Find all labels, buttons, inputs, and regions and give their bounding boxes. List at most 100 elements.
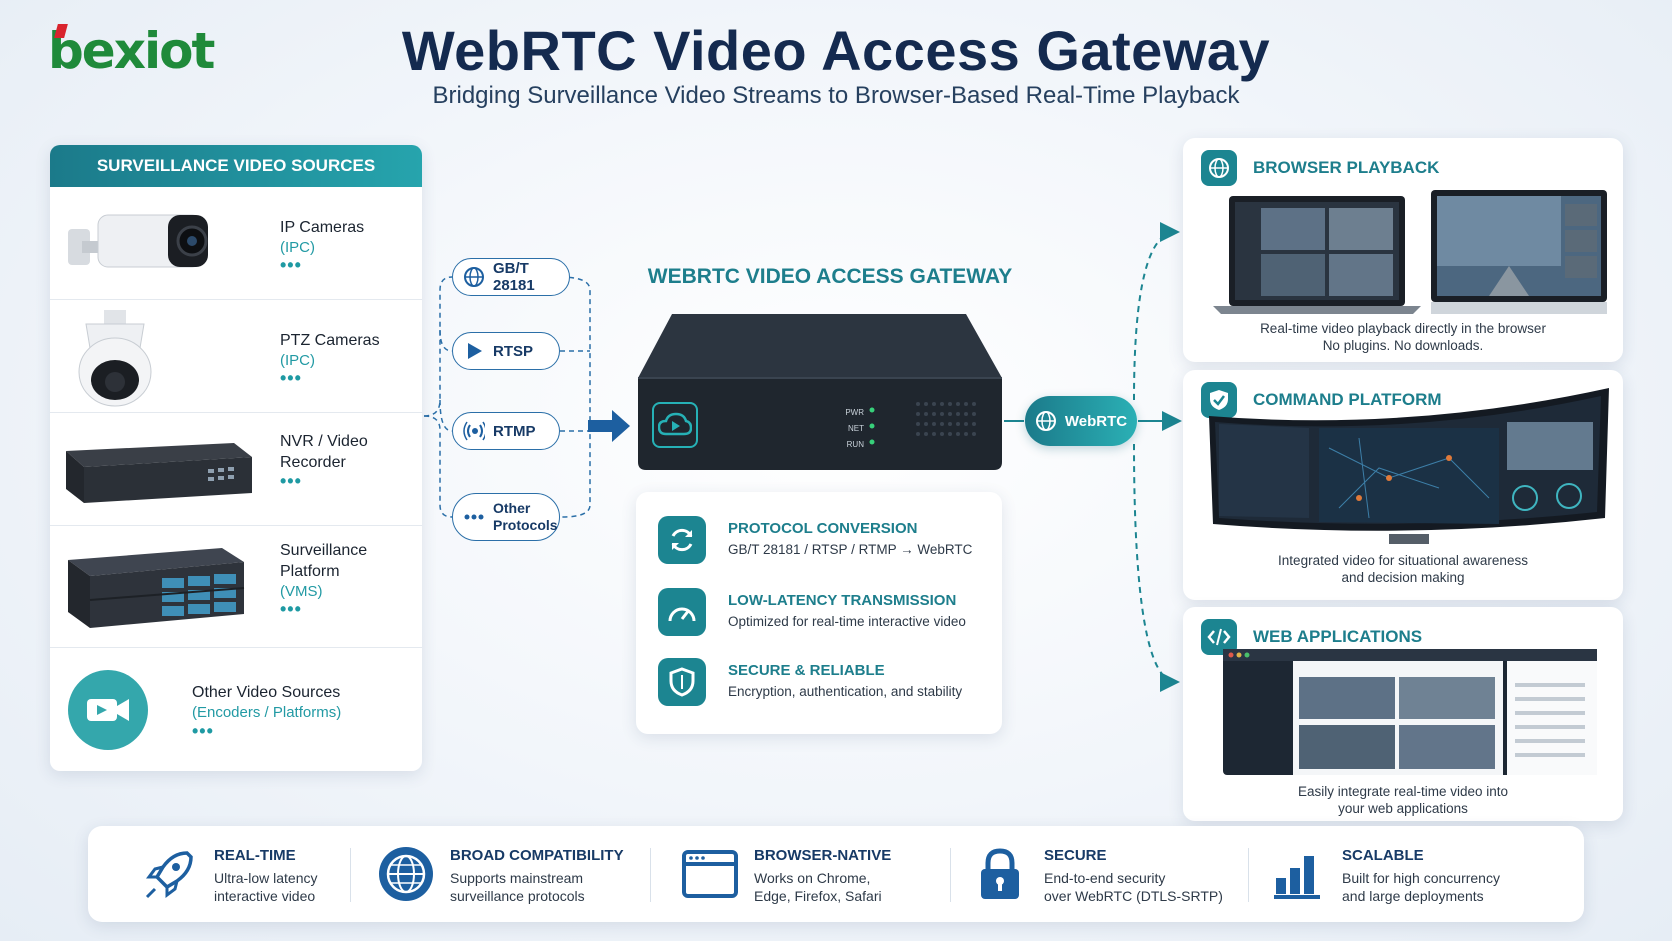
source-sub: (IPC) xyxy=(280,239,315,256)
benefit-browser-native: BROWSER-NATIVE Works on Chrome,Edge, Fir… xyxy=(680,826,940,922)
output-command-platform: COMMAND PLATFORM Integrated video for si… xyxy=(1183,370,1623,600)
protocol-rtmp: RTMP xyxy=(452,412,560,450)
protocol-gbt28181: GB/T 28181 xyxy=(452,258,570,296)
source-item-ptz-cameras: PTZ Cameras (IPC) ••• xyxy=(50,300,422,413)
benefit-title: SCALABLE xyxy=(1342,847,1424,864)
protocol-label: GB/T 28181 xyxy=(493,260,535,294)
source-sub: (IPC) xyxy=(280,352,315,369)
output-caption: Integrated video for situational awarene… xyxy=(1278,553,1528,568)
more-dots: ••• xyxy=(192,721,214,741)
source-sub: (Encoders / Platforms) xyxy=(192,704,342,721)
source-name-line2: Recorder xyxy=(280,454,346,471)
benefit-title: REAL-TIME xyxy=(214,847,296,864)
globe-icon xyxy=(463,266,485,288)
feature-title: PROTOCOL CONVERSION xyxy=(728,520,918,537)
server-icon xyxy=(68,548,245,628)
feature-title: LOW-LATENCY TRANSMISSION xyxy=(728,592,957,609)
source-name: Other Video Sources xyxy=(192,684,341,701)
divider xyxy=(350,848,351,902)
source-name: IP Cameras xyxy=(280,219,365,236)
benefit-title: SECURE xyxy=(1044,847,1107,864)
lock-icon xyxy=(970,846,1030,902)
page-subtitle: Bridging Surveillance Video Streams to B… xyxy=(432,82,1240,109)
source-name: NVR / Video xyxy=(280,433,368,450)
source-name: Surveillance xyxy=(280,542,368,559)
source-item-nvr: NVR / Video Recorder ••• xyxy=(50,413,422,526)
output-title: BROWSER PLAYBACK xyxy=(1253,158,1440,177)
source-item-vms: Surveillance Platform (VMS) ••• xyxy=(50,526,422,648)
shield-check-icon xyxy=(1201,382,1237,418)
source-name-line2: Platform xyxy=(280,563,340,580)
output-title: WEB APPLICATIONS xyxy=(1253,627,1423,646)
benefit-title: BROAD COMPATIBILITY xyxy=(450,847,624,864)
brand-logo: bexiot xyxy=(48,20,228,82)
gateway-title: WEBRTC VIDEO ACCESS GATEWAY xyxy=(647,265,1013,288)
device-led-labels: PWR NET RUN xyxy=(842,405,864,453)
cloud-play-icon xyxy=(652,402,698,448)
feature-title: SECURE & RELIABLE xyxy=(728,662,885,679)
globe-icon xyxy=(1035,411,1056,431)
benefit-title: BROWSER-NATIVE xyxy=(754,847,892,864)
logo-text: bexiot xyxy=(48,22,215,80)
speedometer-icon xyxy=(658,588,706,636)
divider xyxy=(950,848,951,902)
webrtc-label: WebRTC xyxy=(1064,412,1128,430)
globe-icon xyxy=(1201,150,1237,186)
web-app-illustration xyxy=(1223,649,1597,775)
webrtc-badge: WebRTC xyxy=(1025,396,1137,446)
play-icon xyxy=(463,340,485,362)
led-label-net: NET xyxy=(848,424,864,433)
gateway-device: PWR NET RUN xyxy=(636,312,1004,472)
source-sub: (VMS) xyxy=(280,583,323,600)
sources-panel: SURVEILLANCE VIDEO SOURCES IP Cameras (I… xyxy=(50,145,422,771)
protocol-label: RTSP xyxy=(493,342,534,360)
output-caption-line2: No plugins. No downloads. xyxy=(1322,338,1484,353)
sources-heading: SURVEILLANCE VIDEO SOURCES xyxy=(50,145,422,187)
output-title: COMMAND PLATFORM xyxy=(1253,390,1442,409)
output-caption-line2: and decision making xyxy=(1341,570,1465,585)
refresh-icon xyxy=(658,516,706,564)
shield-icon xyxy=(658,658,706,706)
source-item-ip-cameras: IP Cameras (IPC) ••• xyxy=(50,187,422,300)
feature-desc: Encryption, authentication, and stabilit… xyxy=(728,684,963,699)
protocol-rtsp: RTSP xyxy=(452,332,560,370)
laptop-monitor-illustration xyxy=(1213,190,1607,314)
protocol-label: Other xyxy=(493,500,531,516)
curved-monitor-illustration xyxy=(1209,388,1609,544)
output-caption: Real-time video playback directly in the… xyxy=(1260,321,1546,336)
output-caption-line2: your web applications xyxy=(1338,801,1468,816)
source-item-other: Other Video Sources (Encoders / Platform… xyxy=(50,648,422,771)
source-name: PTZ Cameras xyxy=(280,332,380,349)
protocol-label-line2: Protocols xyxy=(493,517,558,533)
broadcast-icon xyxy=(463,420,485,442)
protocol-other: Other Protocols xyxy=(452,493,560,541)
ip-camera-icon xyxy=(68,214,208,268)
feature-desc: GB/T 28181 / RTSP / RTMP → WebRTC xyxy=(728,542,973,557)
globe-icon xyxy=(376,846,436,902)
output-web-applications: WEB APPLICATIONS Easily integrate real-t… xyxy=(1183,607,1623,821)
output-caption: Easily integrate real-time video into xyxy=(1297,784,1509,799)
more-dots: ••• xyxy=(280,471,302,491)
gateway-features-card: PROTOCOL CONVERSION GB/T 28181 / RTSP / … xyxy=(636,492,1002,734)
video-camera-icon xyxy=(68,670,148,750)
rocket-icon xyxy=(140,846,200,902)
ptz-camera-icon xyxy=(78,310,152,407)
output-browser-playback: BROWSER PLAYBACK Real-time video playbac… xyxy=(1183,138,1623,362)
page-title: WebRTC Video Access Gateway xyxy=(401,19,1271,82)
arrow-to-gateway xyxy=(588,410,630,442)
bar-chart-icon xyxy=(1268,846,1328,902)
led-label-run: RUN xyxy=(846,440,864,449)
divider xyxy=(1248,848,1249,902)
more-dots: ••• xyxy=(280,368,302,388)
more-dots: ••• xyxy=(280,599,302,619)
browser-window-icon xyxy=(680,846,740,902)
